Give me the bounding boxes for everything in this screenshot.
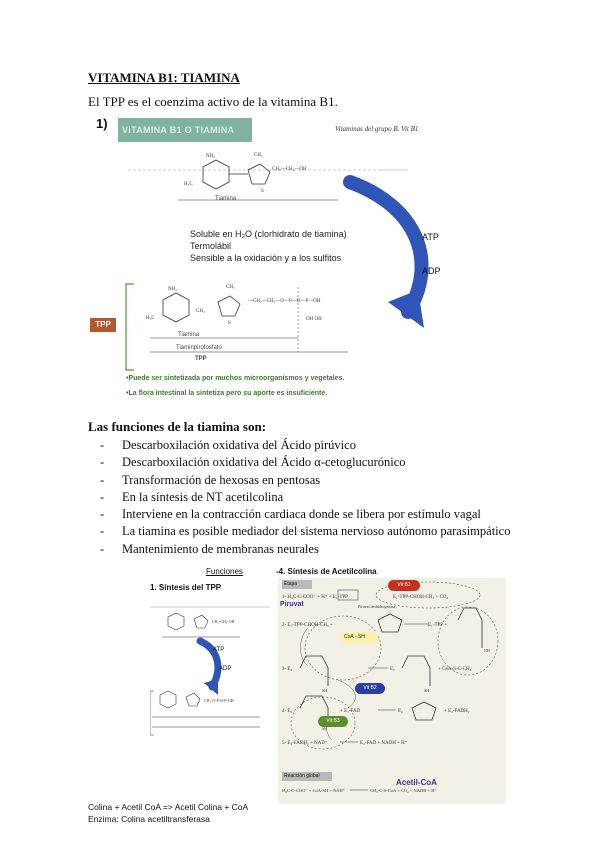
group-label: Vitaminas del grupo B. Vit B1 [335, 125, 419, 133]
enzyme-label: Enzima: Colina acetiltransferasa [88, 814, 210, 824]
svg-text:2- E₁-TPP-CHOH-CH₃ +: 2- E₁-TPP-CHOH-CH₃ + [282, 623, 333, 628]
svg-text:H₃C: H₃C [184, 182, 193, 187]
svg-text:E₂: E₂ [390, 667, 395, 672]
acetilcolina-panel [278, 578, 506, 804]
functions-heading: Las funciones de la tiamina son: [88, 419, 267, 434]
list-item: -Descarboxilación oxidativa del Ácido α-… [100, 455, 406, 470]
tpp-tag: TPP [90, 318, 116, 332]
svg-text:SH: SH [322, 726, 327, 731]
svg-text:H₃C-C-COO⁻ + CoA-SH + NAD⁺: H₃C-C-COO⁻ + CoA-SH + NAD⁺ [282, 788, 346, 793]
label-tiaminpirofosfato: Tiaminpirofosfato [176, 345, 222, 351]
svg-text:E₁-TPP +: E₁-TPP + [428, 623, 447, 628]
figure-number: 1) [96, 116, 108, 131]
svg-text:CH₃-C-S-CoA + CO₂ + NADH + H⁺: CH₃-C-S-CoA + CO₂ + NADH + H⁺ [370, 788, 438, 793]
piruvat-label: Piruvat [280, 601, 304, 608]
svg-text:4- E₂: 4- E₂ [282, 709, 292, 714]
svg-text:SH: SH [322, 688, 327, 693]
svg-text:H₃C: H₃C [146, 316, 155, 321]
intro-text: El TPP es el coenzima activo de la vitam… [88, 94, 338, 109]
svg-text:CH₂-O-P-O-P-OH: CH₂-O-P-O-P-OH [204, 698, 234, 703]
svg-text:1- H₃C-C-COO⁻ + H⁺ + E₁-TPP: 1- H₃C-C-COO⁻ + H⁺ + E₁-TPP [282, 594, 348, 600]
list-item: -Transformación de hexosas en pentosas [100, 472, 321, 487]
sintesis-acetilcolina-heading: -4. Síntesis de Acetilcolina [276, 567, 377, 576]
svg-text:CH₃: CH₃ [226, 285, 235, 290]
svg-text:—CH₂—CH₂—O—P—O—P—OH: —CH₂—CH₂—O—P—O—P—OH [247, 299, 321, 304]
note-flora: •La flora intestinal la sintetiza pero s… [126, 390, 328, 397]
page-title: VITAMINA B1: TIAMINA [88, 70, 240, 85]
adp-label: ADP [422, 266, 441, 276]
property-item: Sensible a la oxidación y a los sulfitos [190, 253, 342, 263]
svg-text:NH₂: NH₂ [206, 154, 215, 159]
list-item: -En la síntesis de NT acetilcolina [100, 489, 284, 504]
property-item: Soluble en H₂O (clorhidrato de tiamina) [190, 229, 347, 239]
label-tpp: TPP [195, 356, 207, 362]
tpp-synthesis-mini-diagram: CH₂-CH₂-OH CH₂-O-P-O-P-OH [150, 606, 270, 736]
svg-text:3- E₂: 3- E₂ [282, 667, 292, 672]
list-item: -Descarboxilación oxidativa del Ácido pi… [100, 438, 356, 452]
acetil-coa-label: Acetil-CoA [396, 778, 437, 787]
svg-text:Piruvat deshidrogenasa: Piruvat deshidrogenasa [358, 604, 395, 609]
mini-adp-label: ADP [219, 666, 232, 672]
svg-text:S: S [228, 321, 231, 326]
mini-atp-label: ATP [213, 647, 225, 653]
tiamina-structure-diagram: NH₂ H₃C CH₃ CH₂—CH₂—OH S NH₂ H₃C CH₂ CH₃… [125, 153, 429, 371]
etapa-label: Etapa [282, 580, 312, 589]
label-tiamina: Tiamina [178, 332, 200, 338]
svg-text:CH₂—CH₂—OH: CH₂—CH₂—OH [272, 167, 307, 172]
svg-text:E₁-TPP-CHOH-CH₃ + CO₂: E₁-TPP-CHOH-CH₃ + CO₂ [393, 595, 449, 600]
svg-text:CH₂-CH₂-OH: CH₂-CH₂-OH [212, 619, 234, 624]
svg-text:CH₂: CH₂ [196, 309, 205, 314]
vit-b3-badge: Vit B3 [318, 716, 348, 727]
coa-sh-box: CoA - SH [342, 632, 378, 643]
list-item: -Interviene en la contracción cardiaca d… [100, 507, 481, 522]
svg-text:+ E₃-FAD: + E₃-FAD [340, 709, 361, 714]
vitamin-badge: VITAMINA B1 O TIAMINA [118, 118, 252, 142]
atp-label: ATP [422, 232, 439, 242]
svg-text:+ E₃-FADH₂: + E₃-FADH₂ [444, 709, 470, 714]
svg-text:NH₂: NH₂ [168, 287, 177, 292]
svg-text:CH₃: CH₃ [254, 153, 263, 158]
sintesis-tpp-heading: 1. Síntesis del TPP [150, 583, 222, 592]
svg-text:OH OH: OH OH [306, 317, 322, 322]
reaccion-global-label: Reacción global [282, 772, 332, 781]
functions-list: -Descarboxilación oxidativa del Ácido pi… [100, 437, 510, 558]
acetilcolina-reaction-diagram: 1- H₃C-C-COO⁻ + H⁺ + E₁-TPP E₁-TPP-CHOH-… [282, 581, 499, 793]
list-item: -La tiamina es posible mediador del sist… [100, 524, 511, 539]
svg-text:NH: NH [484, 648, 490, 653]
svg-text:SH: SH [424, 688, 429, 693]
acetilcolina-equation: Colina + Acetil CoA => Acetil Colina + C… [88, 802, 249, 812]
svg-text:5- E₃-FADH₂ + NAD⁺: 5- E₃-FADH₂ + NAD⁺ [282, 740, 328, 746]
svg-text:E₃-FAD + NADH + H⁺: E₃-FAD + NADH + H⁺ [360, 740, 408, 746]
vit-b1-badge: Vit B1 [388, 580, 420, 591]
svg-text:E₂: E₂ [398, 709, 403, 714]
vit-b2-badge: Vit B2 [355, 683, 385, 694]
label-tiamina-top: Tiamina [215, 196, 237, 202]
list-item: -Mantenimiento de membranas neurales [100, 541, 319, 556]
funciones-label: Funciones [206, 567, 243, 576]
note-synthesis: •Puede ser sintetizada por muchos microo… [126, 375, 345, 382]
svg-text:S: S [261, 189, 264, 194]
property-item: Termolábil [190, 241, 232, 251]
properties-list: Soluble en H₂O (clorhidrato de tiamina) … [190, 228, 347, 264]
svg-text:+ CoA-S-C-CH₃: + CoA-S-C-CH₃ [438, 667, 472, 672]
